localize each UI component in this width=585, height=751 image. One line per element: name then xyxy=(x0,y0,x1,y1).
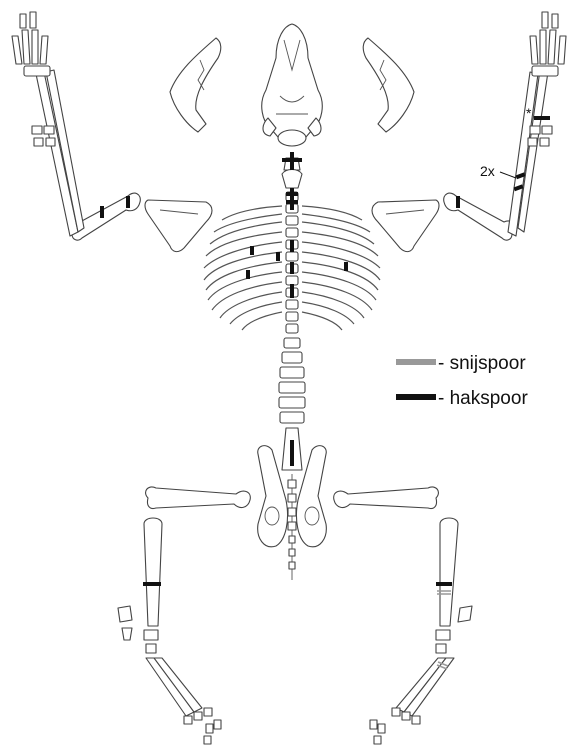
mandible-right xyxy=(363,38,414,132)
hindlimb-left xyxy=(118,518,221,744)
forelimb-right xyxy=(444,12,566,240)
chop-mark-rib-1 xyxy=(250,246,254,255)
chop-mark-humerus-left-1 xyxy=(126,196,130,208)
chop-mark-rib-2 xyxy=(276,252,280,261)
chop-mark-thoracic-1 xyxy=(290,240,294,252)
chop-mark-thoracic-3 xyxy=(290,284,294,298)
chop-mark-atlas-vertical xyxy=(290,152,294,170)
chop-mark-radius-right-1 xyxy=(534,116,550,120)
femur-left xyxy=(146,487,251,509)
scapula-right xyxy=(372,200,439,252)
asterisk-annotation: * xyxy=(526,105,532,121)
chop-mark-humerus-left-2 xyxy=(100,206,104,218)
legend-label-hakspoor: - hakspoor xyxy=(438,388,528,409)
mandible-left xyxy=(170,38,221,132)
chop-mark-tibia-right xyxy=(436,582,452,586)
legend-label-snijspoor: - snijspoor xyxy=(438,353,526,374)
chop-mark-sacrum xyxy=(290,440,294,466)
chop-mark-thoracic-2 xyxy=(290,262,294,274)
rib-cage-right xyxy=(302,206,380,330)
chop-mark-rib-3 xyxy=(246,270,250,279)
femur-right xyxy=(334,487,439,509)
skull xyxy=(262,24,323,146)
chop-mark-humerus-right xyxy=(456,196,460,208)
chop-marks xyxy=(100,116,550,586)
chop-mark-tibia-left xyxy=(143,582,161,586)
legend: - snijspoor - hakspoor xyxy=(396,353,528,409)
count-annotation: 2x xyxy=(480,163,495,179)
forelimb-left xyxy=(12,12,140,240)
chop-mark-rib-4 xyxy=(344,262,348,271)
chop-mark-neck-3 xyxy=(290,188,294,210)
count-annotation-leader xyxy=(500,172,516,178)
hindlimb-right xyxy=(370,518,472,744)
scapula-left xyxy=(145,200,212,252)
rib-cage-left xyxy=(204,206,282,330)
